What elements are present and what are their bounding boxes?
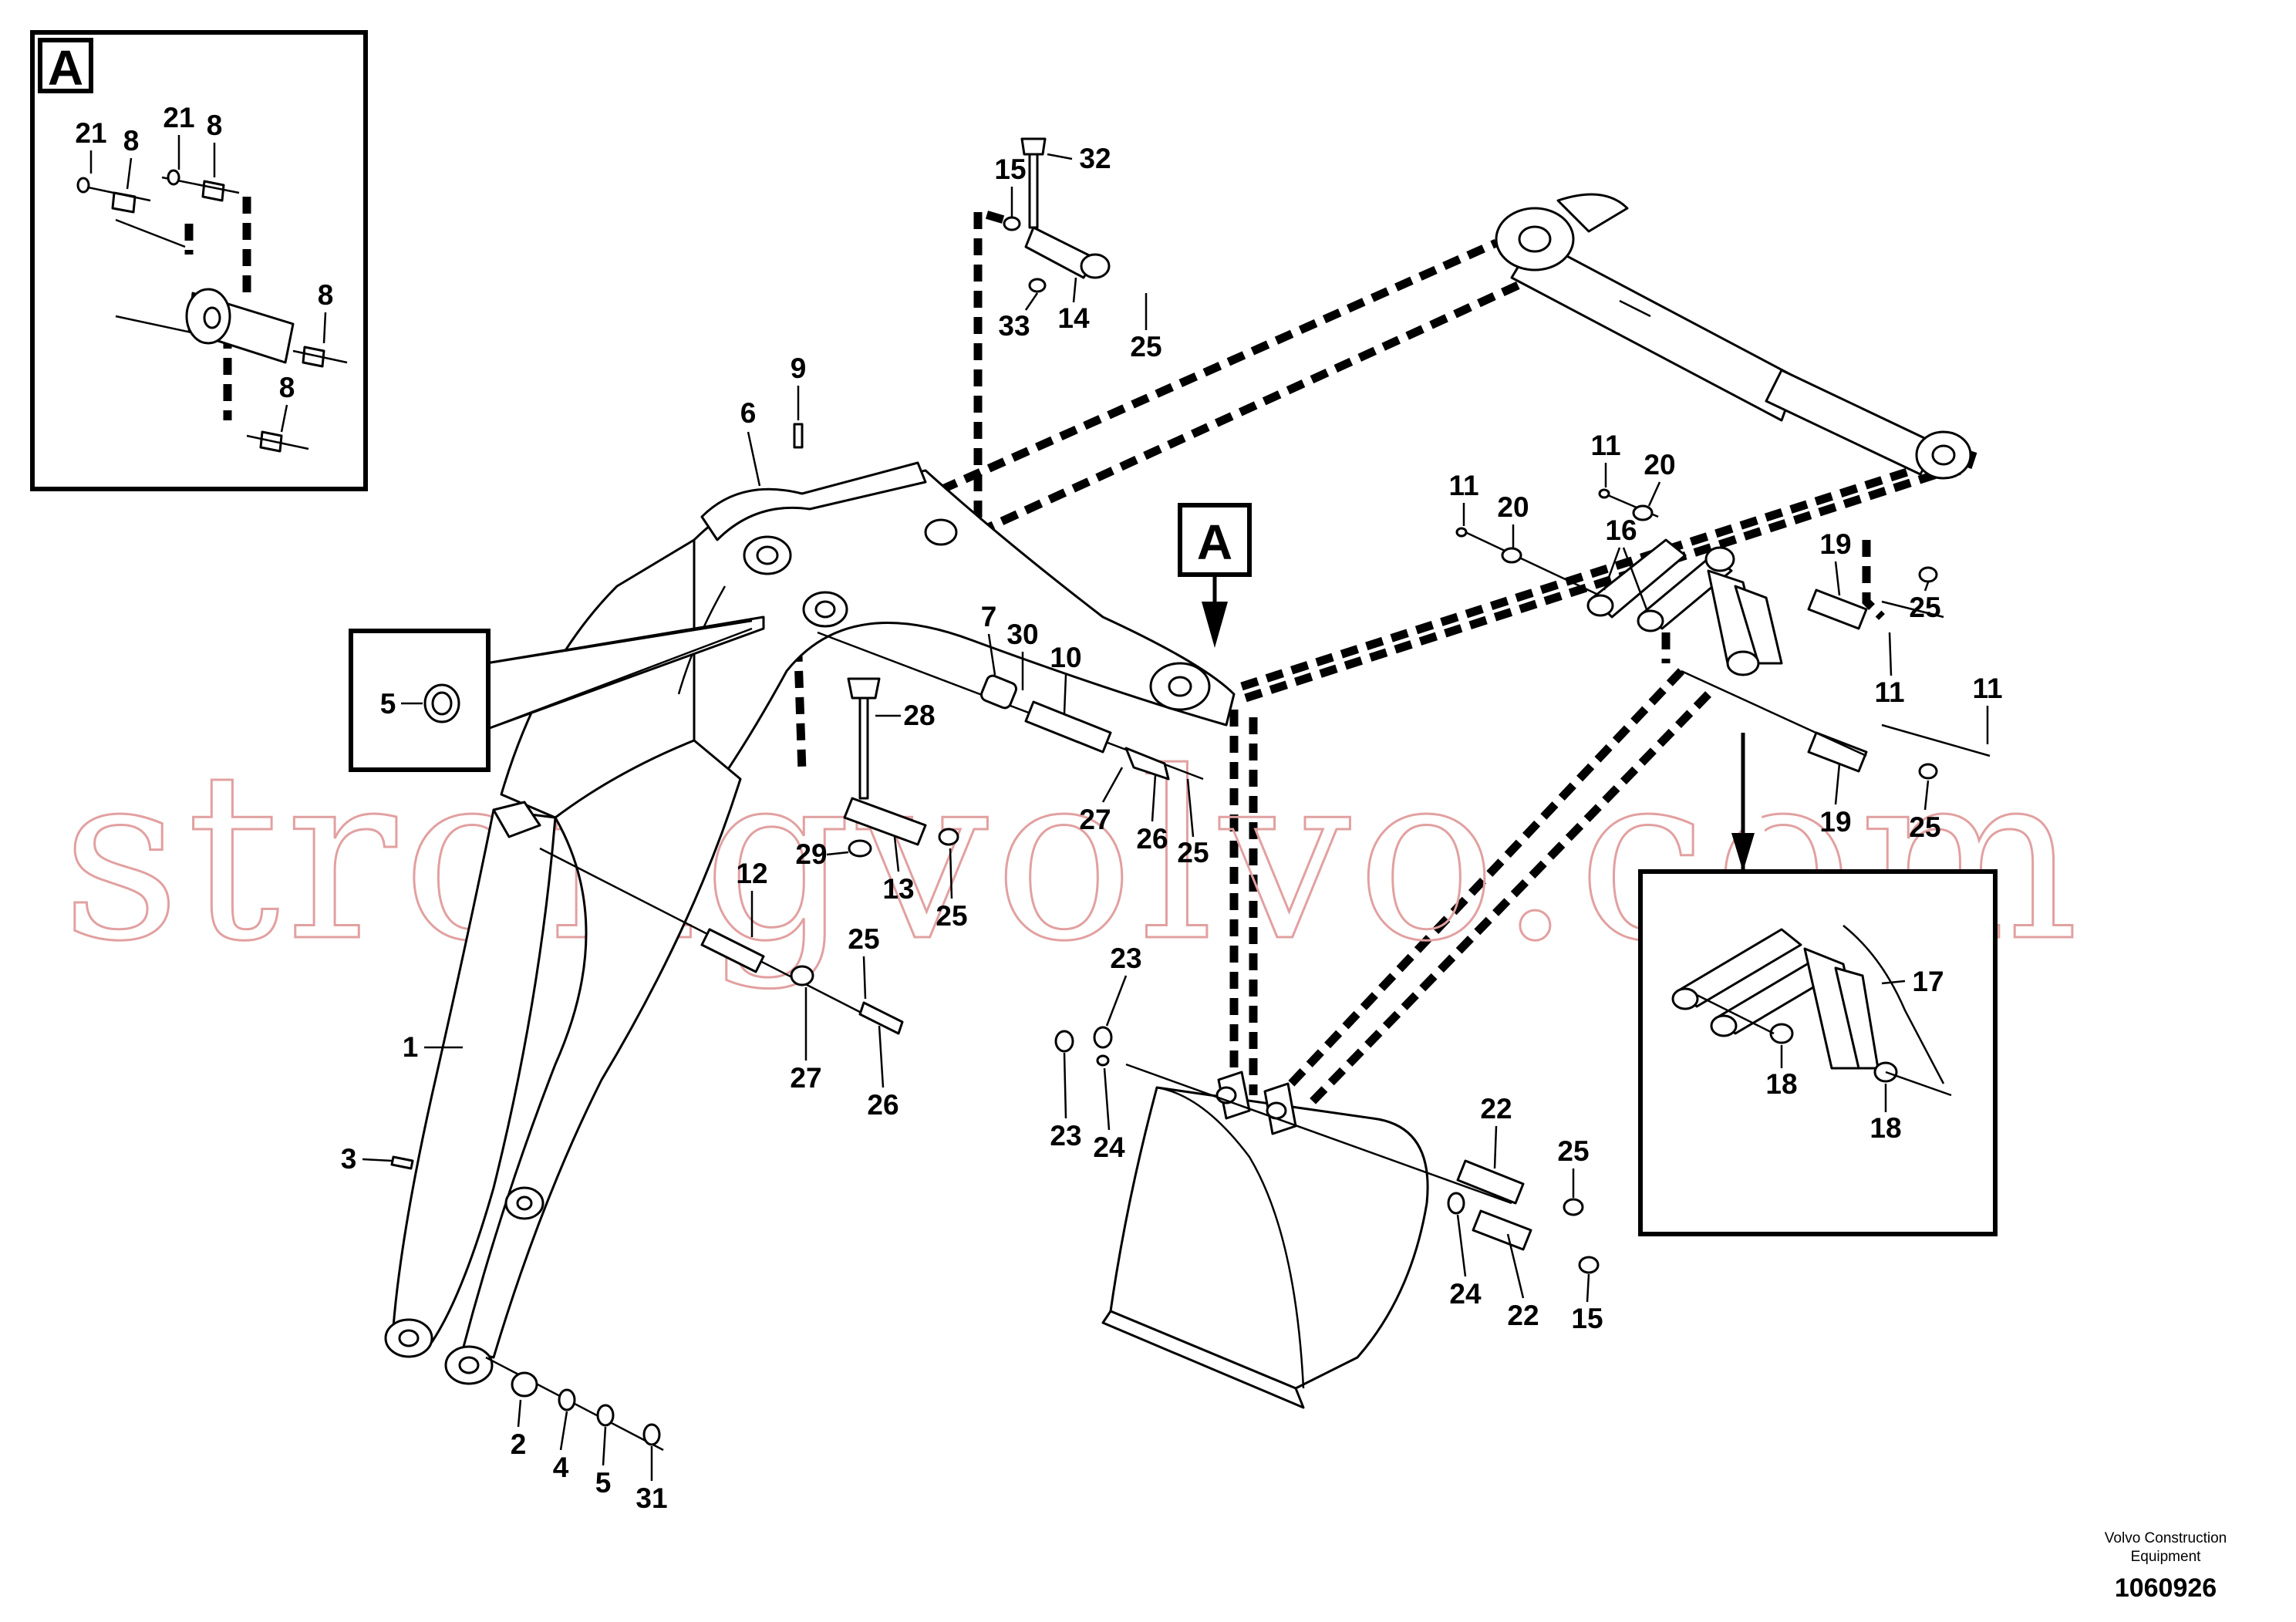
inset-label-8b: 8	[207, 110, 223, 141]
callout-13: 13	[882, 873, 914, 905]
callout-33: 33	[998, 310, 1030, 342]
callout-3: 3	[341, 1143, 357, 1175]
callout-4: 4	[553, 1452, 569, 1483]
callout-28: 28	[903, 700, 935, 731]
linkage	[1586, 538, 1783, 676]
callouts: 1 2 3 4 5 31 6 9 7 30 10 27 26	[341, 143, 2003, 1514]
callout-24b: 24	[1449, 1278, 1482, 1310]
detail-a-marker: A	[1178, 503, 1252, 648]
callout-25f: 25	[1909, 811, 1940, 843]
callout-18b: 18	[1870, 1112, 1901, 1144]
company-name-line2: Equipment	[2131, 1549, 2202, 1565]
detail-a-label: A	[1197, 514, 1232, 570]
callout-29: 29	[795, 838, 827, 870]
callout-30: 30	[1006, 619, 1038, 650]
inset-a-box: A 21 8 21 8 8 8	[30, 30, 368, 491]
callout-17: 17	[1912, 966, 1944, 997]
callout-22a: 22	[1480, 1093, 1512, 1125]
callout-15a: 15	[994, 153, 1026, 185]
callout-25b: 25	[936, 900, 967, 932]
callout-19a: 19	[1819, 528, 1851, 560]
company-name-line1: Volvo Construction	[2105, 1530, 2227, 1546]
callout-11b: 11	[1590, 430, 1620, 461]
callout-25e: 25	[1909, 592, 1940, 623]
callout-18a: 18	[1765, 1068, 1797, 1100]
inset-label-8d: 8	[279, 372, 295, 403]
callout-1: 1	[403, 1031, 419, 1063]
callout-14: 14	[1057, 302, 1090, 334]
callout-26b: 26	[867, 1089, 899, 1121]
callout-20b: 20	[1644, 449, 1675, 481]
callout-27b: 27	[790, 1062, 821, 1094]
callout-11d: 11	[1972, 673, 2002, 704]
callout-27a: 27	[1079, 804, 1111, 835]
callout-31: 31	[636, 1482, 667, 1514]
inset-label-8a: 8	[123, 125, 140, 157]
callout-32: 32	[1079, 143, 1111, 174]
callout-5: 5	[595, 1467, 612, 1499]
inset-link-assembly: 17 18 18	[1638, 733, 1998, 1236]
callout-12: 12	[736, 858, 767, 889]
callout-16: 16	[1605, 514, 1637, 546]
callout-19b: 19	[1819, 806, 1851, 838]
callout-23b: 23	[1050, 1120, 1081, 1152]
callout-25d: 25	[1130, 331, 1161, 363]
callout-25c: 25	[848, 923, 879, 955]
callout-7: 7	[981, 601, 997, 632]
callout-11a: 11	[1448, 470, 1478, 501]
callout-23a: 23	[1110, 943, 1141, 974]
inset-washer-box: 5	[349, 615, 765, 772]
callout-10: 10	[1050, 642, 1081, 673]
bucket-cylinder	[1495, 193, 1972, 480]
footer: Volvo Construction Equipment 1060926	[2105, 1530, 2227, 1603]
document-number: 1060926	[2115, 1573, 2217, 1603]
dipper-arm	[384, 739, 742, 1385]
callout-24a: 24	[1093, 1131, 1125, 1163]
callout-25a: 25	[1177, 837, 1209, 868]
inset-label-8c: 8	[318, 279, 334, 311]
callout-11c: 11	[1874, 676, 1904, 708]
bucket	[1101, 1063, 1512, 1409]
callout-6: 6	[740, 397, 757, 429]
callout-26a: 26	[1136, 823, 1168, 855]
inset-label-21b: 21	[163, 102, 194, 133]
assembly-dashed-lines	[790, 206, 1979, 1106]
callout-9: 9	[791, 352, 807, 384]
callout-2: 2	[511, 1428, 527, 1460]
callout-22b: 22	[1507, 1300, 1539, 1331]
inset-label-21a: 21	[75, 117, 106, 149]
callout-15b: 15	[1571, 1303, 1603, 1334]
pins-and-bushings	[390, 137, 1991, 1452]
callout-25g: 25	[1557, 1135, 1589, 1167]
inset-a-label: A	[48, 40, 83, 96]
callout-20a: 20	[1497, 491, 1529, 523]
callout-5-inset: 5	[380, 688, 396, 720]
